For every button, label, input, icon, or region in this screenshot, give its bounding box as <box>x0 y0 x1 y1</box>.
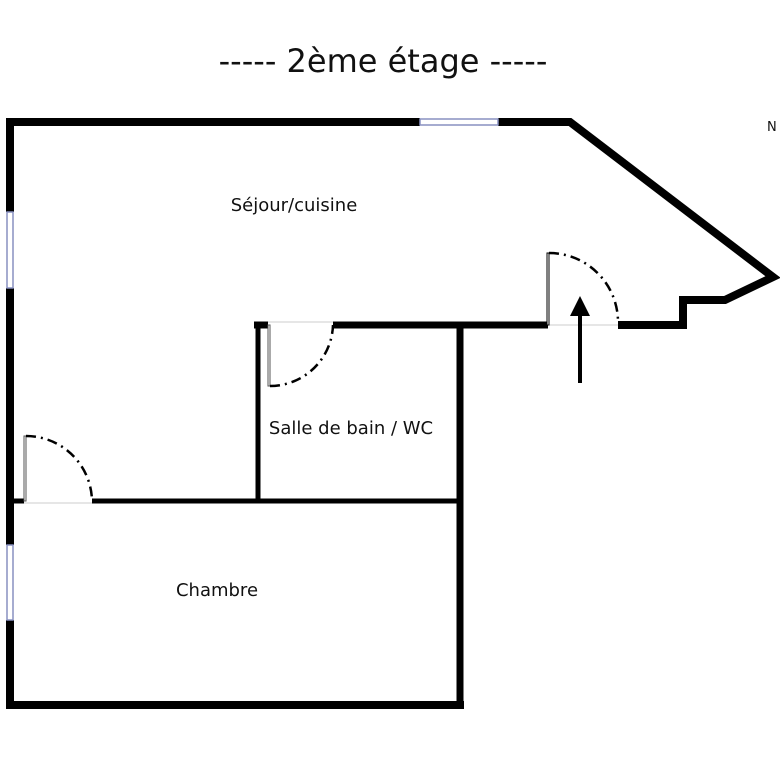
bedroom-door <box>23 434 94 504</box>
entry-arrow-icon <box>570 296 590 383</box>
window-left-chambre <box>6 544 14 621</box>
floor-title: ----- 2ème étage ----- <box>219 42 548 80</box>
room-label-sejour: Séjour/cuisine <box>231 195 358 216</box>
compass-north: N <box>767 120 777 135</box>
exterior-walls <box>6 118 780 709</box>
entry-door <box>546 251 620 326</box>
window-left-sejour <box>6 211 14 289</box>
room-label-sdb: Salle de bain / WC <box>269 418 433 439</box>
windows <box>6 118 499 621</box>
room-label-chambre: Chambre <box>176 580 258 601</box>
doors <box>23 251 620 504</box>
bathroom-door <box>267 321 335 388</box>
window-top <box>419 118 499 126</box>
